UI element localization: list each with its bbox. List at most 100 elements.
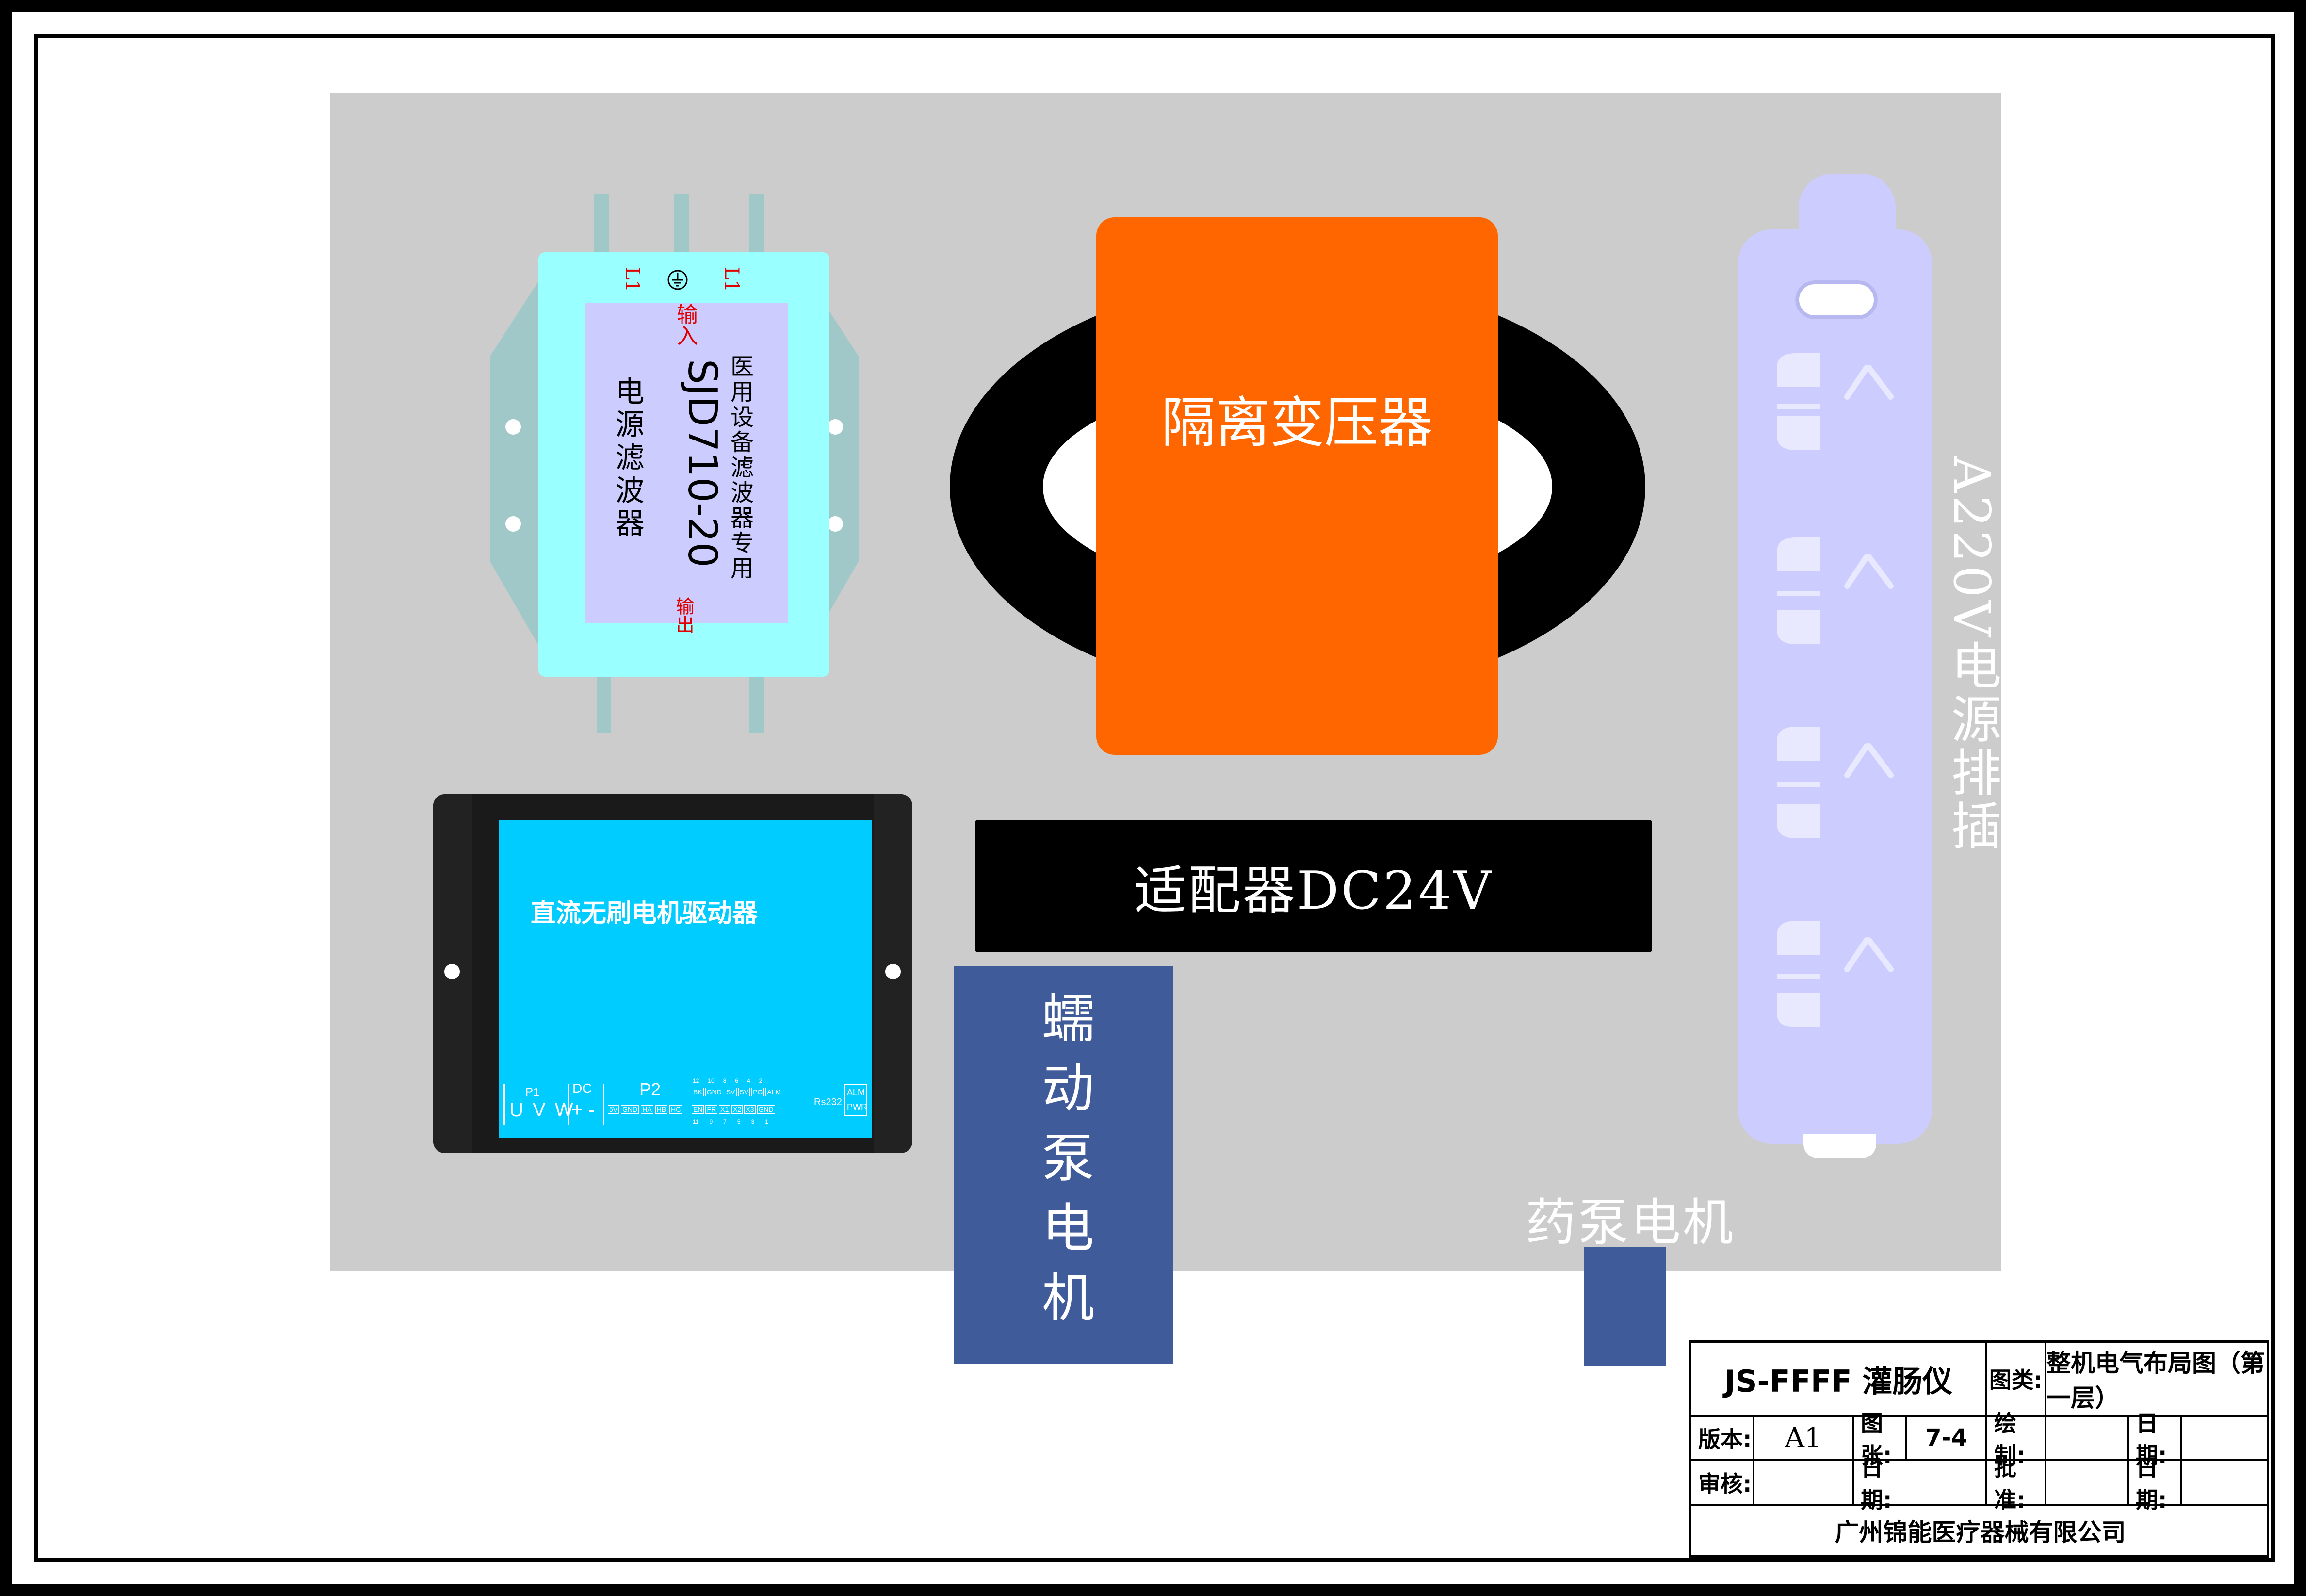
transformer-label: 隔离变压器 — [1161, 391, 1433, 455]
p2-top-numbers: 12 10 8 6 4 2 — [693, 1078, 762, 1084]
socket-outlets — [1777, 353, 1894, 1027]
p1-pins: U V W — [509, 1099, 575, 1121]
p2-pin: X1 — [719, 1105, 731, 1114]
filter-usage-text: 医用设备滤波器专用 — [726, 354, 753, 581]
category-value: 整机电气布局图（第一层） — [2046, 1343, 2269, 1417]
p2-row-1: BK GND SV SV PG ALM — [692, 1088, 783, 1096]
power-strip-label: A220V电源排插 — [1942, 456, 2001, 853]
drug-pump-motor[interactable] — [1584, 1247, 1666, 1366]
p2-number: 8 — [723, 1077, 727, 1084]
power-strip[interactable] — [1738, 174, 1932, 1164]
p2-number: 12 — [693, 1077, 699, 1084]
p2-row-2: EN FR X1 X2 X3 GND — [692, 1105, 775, 1114]
p2-pin: ALM — [765, 1088, 783, 1096]
rs232-label: Rs232 — [814, 1097, 842, 1107]
product-name: JS-FFFF 灌肠仪 — [1691, 1343, 1987, 1417]
date-label-1: 日期: — [2129, 1410, 2182, 1468]
drawing-inner-border — [34, 34, 2275, 1562]
p2-pin: GND — [757, 1105, 775, 1114]
p2-pin: FR — [705, 1105, 718, 1114]
filter-label-plate — [585, 303, 788, 623]
isolation-transformer[interactable]: 隔离变压器 — [950, 217, 1645, 755]
p2-pin: EN — [692, 1105, 704, 1114]
p2-number: 6 — [735, 1077, 739, 1084]
title-block: JS-FFFF 灌肠仪 图类: 整机电气布局图（第一层） 版本: A1 图张: … — [1689, 1340, 2269, 1558]
driver-mount-hole-right — [885, 964, 901, 979]
p2-number: 4 — [747, 1077, 750, 1084]
p1-row: 5V GND HA HB HC — [608, 1105, 682, 1114]
date-label-2: 日期: — [1854, 1455, 1907, 1513]
transformer-body: 隔离变压器 — [1096, 217, 1498, 755]
filter-terminal-left: L1 — [621, 267, 643, 293]
version-value: A1 — [1754, 1417, 1854, 1461]
approve-value — [2046, 1461, 2129, 1506]
adapter-label: 适配器DC24V — [1134, 860, 1494, 921]
date-value-1 — [2182, 1417, 2269, 1461]
ground-icon — [667, 269, 688, 291]
category-label: 图类: — [1987, 1343, 2046, 1417]
power-strip-plug-end — [1803, 1134, 1876, 1158]
power-strip-body — [1738, 229, 1932, 1144]
p2-number: 10 — [708, 1077, 715, 1084]
p2-number: 5 — [737, 1118, 741, 1125]
filter-model-text: SJD710-20 — [679, 359, 725, 568]
driver-label: 直流无刷电机驱动器 — [530, 899, 758, 928]
sheet-value: 7-4 — [1907, 1417, 1987, 1461]
p2-pin: SV — [738, 1088, 750, 1096]
driver-terminal-strip: P1 U V W DC + - P2 5V GND HA HB HC 12 10… — [499, 1077, 872, 1138]
drug-pump-label: 药泵电机 — [1526, 1193, 1736, 1252]
power-filter[interactable]: L1 L1 输入 输出 医用设备滤波器专用 SJD710-20 电源滤波器 — [490, 194, 859, 737]
p2-pin: BK — [692, 1088, 704, 1096]
driver-mount-hole-left — [444, 964, 460, 979]
driver-screen: 直流无刷电机驱动器 P1 U V W DC + - P2 5V GND HA H… — [499, 820, 872, 1138]
p2-number: 1 — [765, 1118, 768, 1125]
review-label: 审核: — [1691, 1461, 1754, 1506]
filter-pin-bottom-2 — [749, 669, 764, 733]
p2-bottom-numbers: 11 9 7 5 3 1 — [693, 1119, 768, 1124]
peristaltic-pump-motor[interactable]: 蠕动泵电机 — [954, 966, 1173, 1364]
alm-pwr-box: ALM PWR — [844, 1084, 867, 1116]
p2-number: 7 — [723, 1118, 727, 1125]
p2-label: P2 — [639, 1079, 661, 1099]
approve-label: 批准: — [1987, 1455, 2046, 1513]
motor-driver[interactable]: 直流无刷电机驱动器 P1 U V W DC + - P2 5V GND HA H… — [433, 794, 912, 1153]
peristaltic-pump-label: 蠕动泵电机 — [1033, 991, 1094, 1340]
draw-value — [2046, 1417, 2129, 1461]
p1-pin: HC — [669, 1105, 682, 1114]
p2-pin: X2 — [731, 1105, 743, 1114]
filter-name-text: 电源滤波器 — [610, 376, 644, 541]
date-value-2 — [1907, 1461, 1987, 1506]
date-label-3: 日期: — [2129, 1455, 2182, 1513]
power-strip-switch[interactable] — [1795, 280, 1878, 319]
p2-number: 2 — [759, 1077, 763, 1084]
filter-input-label: 输入 — [673, 303, 698, 346]
p2-number: 11 — [693, 1118, 699, 1125]
p2-pin: GND — [705, 1088, 723, 1096]
p2-pin: PG — [751, 1088, 764, 1096]
p1-label: P1 — [525, 1086, 540, 1099]
review-value — [1754, 1461, 1854, 1506]
alm-label: ALM — [847, 1088, 865, 1097]
filter-pin-top-3 — [749, 194, 764, 257]
filter-pin-top-2 — [674, 194, 689, 257]
power-adapter[interactable]: 适配器DC24V — [975, 820, 1652, 952]
p2-divider — [603, 1084, 604, 1125]
p1-pin: 5V — [608, 1105, 619, 1114]
dc-pins: + - — [571, 1099, 595, 1121]
p1-pin: GND — [621, 1105, 639, 1114]
p2-pin: SV — [724, 1088, 737, 1096]
version-label: 版本: — [1691, 1417, 1754, 1461]
filter-pin-bottom-1 — [597, 669, 611, 733]
p2-number: 3 — [751, 1118, 755, 1125]
dc-label: DC — [572, 1081, 592, 1096]
dc-divider — [568, 1084, 569, 1125]
pwr-label: PWR — [847, 1102, 867, 1112]
p2-number: 9 — [709, 1118, 713, 1125]
p1-pin: HB — [655, 1105, 668, 1114]
company-name: 广州锦能医疗器械有限公司 — [1835, 1518, 2126, 1547]
filter-terminal-right: L1 — [720, 267, 743, 293]
p1-divider — [503, 1084, 505, 1125]
filter-output-label: 输出 — [673, 597, 694, 634]
p2-pin: X3 — [744, 1105, 756, 1114]
